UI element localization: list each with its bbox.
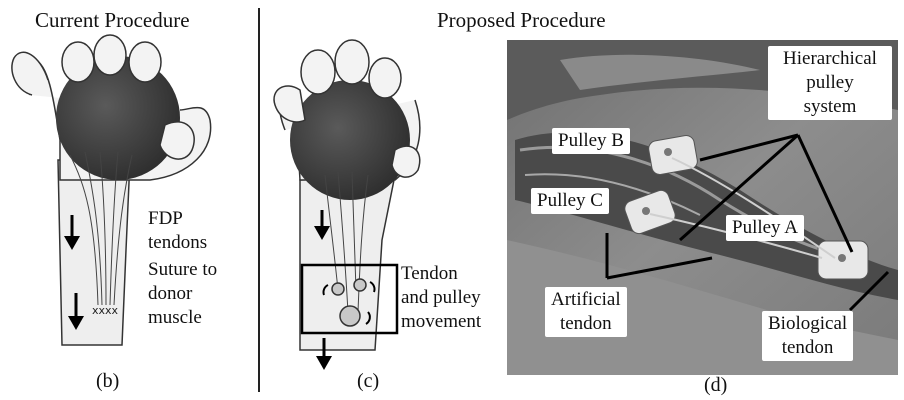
suture-line1: Suture to [148,258,217,282]
art-line1: Artificial [551,288,621,312]
label-suture: Suture to donor muscle [148,258,217,330]
bio-line1: Biological [768,312,847,336]
suture-marks: xxxx [92,304,119,317]
tendon-line1: Tendon [401,262,481,286]
fdp-line2: tendons [148,231,207,255]
hier-line2: pulley [774,71,886,95]
label-tendon-pulley-movement: Tendon and pulley movement [401,262,481,334]
fdp-line1: FDP [148,207,207,231]
label-pulley-b: Pulley B [552,128,630,154]
label-pulley-c: Pulley C [531,188,609,214]
caption-c: (c) [357,370,379,393]
tendon-line3: movement [401,310,481,334]
pulley-b-photo [647,134,698,175]
pulley-small-left [332,283,344,295]
ball-c [290,80,410,200]
hier-line1: Hierarchical [774,47,886,71]
label-hierarchical-pulley-system: Hierarchical pulley system [768,46,892,120]
art-line2: tendon [551,312,621,336]
caption-d: (d) [704,374,727,397]
bio-line2: tendon [768,336,847,360]
suture-line2: donor [148,282,217,306]
hier-line3: system [774,95,886,119]
pulley-large [340,306,360,326]
label-pulley-a: Pulley A [726,215,804,241]
header-current: Current Procedure [35,8,190,33]
header-proposed: Proposed Procedure [437,8,606,33]
label-artificial-tendon: Artificial tendon [545,287,627,337]
caption-b: (b) [96,370,119,393]
suture-line3: muscle [148,306,217,330]
pulley-small-right [354,279,366,291]
label-fdp-tendons: FDP tendons [148,207,207,255]
hand-illustration-c [274,40,420,370]
label-biological-tendon: Biological tendon [762,311,853,361]
tendon-line2: and pulley [401,286,481,310]
